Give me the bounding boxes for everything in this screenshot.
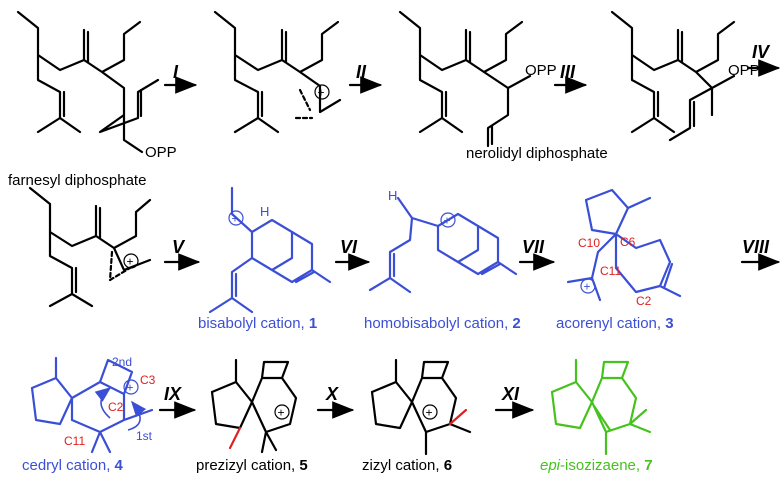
step-ix-label: IX bbox=[164, 384, 182, 404]
opp-group-b: OPP bbox=[728, 62, 760, 79]
bisabolyl-cation-structure: H + bbox=[208, 186, 332, 314]
homobisabolyl-label: homobisabolyl cation, 2 bbox=[364, 315, 521, 332]
bisabolyl-plus: + bbox=[232, 212, 239, 226]
allyl-cation-structure-b: + bbox=[28, 186, 152, 308]
farnesyl-label: farnesyl diphosphate bbox=[8, 172, 146, 189]
step-vii-label: VII bbox=[522, 237, 545, 257]
step-iv-label: IV bbox=[752, 42, 771, 62]
nerolidyl-label: nerolidyl diphosphate bbox=[466, 145, 608, 162]
allyl-plus-b: + bbox=[127, 255, 134, 269]
zizyl-plus: + bbox=[426, 406, 433, 420]
zizyl-label: zizyl cation, 6 bbox=[362, 457, 452, 474]
allyl-plus: + bbox=[318, 86, 325, 100]
cedryl-label: cedryl cation, 4 bbox=[22, 457, 124, 474]
acorenyl-c6: C6 bbox=[620, 235, 636, 249]
step-v-label: V bbox=[172, 237, 186, 257]
opp-group: OPP bbox=[145, 144, 177, 161]
step-xi-label: XI bbox=[501, 384, 520, 404]
homobisabolyl-plus: + bbox=[444, 214, 451, 228]
homobisabolyl-h: H bbox=[388, 188, 397, 203]
allyl-cation-structure: + bbox=[213, 10, 342, 134]
epi-isozizaene-structure bbox=[550, 358, 652, 456]
cedryl-c2: C2 bbox=[108, 400, 124, 414]
step-x-label: X bbox=[325, 384, 339, 404]
zizyl-methyl bbox=[448, 408, 468, 426]
acorenyl-c11: C11 bbox=[600, 264, 621, 278]
prezizyl-cation-structure: + bbox=[210, 358, 298, 454]
prezizyl-label: prezizyl cation, 5 bbox=[196, 457, 308, 474]
annotation-2nd: 2nd bbox=[112, 355, 132, 369]
step-i-label: I bbox=[173, 62, 179, 82]
bisabolyl-h: H bbox=[260, 204, 269, 219]
nerolidyl-diphosphate-structure-b: OPP bbox=[610, 10, 760, 142]
step-vi-label: VI bbox=[340, 237, 358, 257]
zizyl-cation-structure: + bbox=[370, 358, 472, 456]
farnesyl-diphosphate-structure: OPP bbox=[16, 10, 177, 161]
cedryl-cation-structure: + 2nd 1st C3 C2 C11 bbox=[30, 355, 156, 454]
acorenyl-c10: C10 bbox=[578, 236, 600, 250]
epi-isozizaene-label: epi-isozizaene, 7 bbox=[540, 457, 653, 474]
step-ii-label: II bbox=[356, 62, 367, 82]
acorenyl-cation-structure: + C10 C6 C11 C2 bbox=[566, 188, 682, 308]
bisabolyl-label: bisabolyl cation, 1 bbox=[198, 315, 317, 332]
acorenyl-plus: + bbox=[584, 280, 591, 294]
cedryl-plus: + bbox=[127, 381, 134, 395]
annotation-1st: 1st bbox=[136, 429, 153, 443]
cedryl-c3: C3 bbox=[140, 373, 156, 387]
cedryl-c11: C11 bbox=[64, 434, 85, 448]
prezizyl-methyl bbox=[228, 426, 242, 450]
acorenyl-label: acorenyl cation, 3 bbox=[556, 315, 674, 332]
homobisabolyl-cation-structure: H + bbox=[368, 188, 518, 294]
step-viii-label: VIII bbox=[742, 237, 770, 257]
nerolidyl-diphosphate-structure-a: OPP bbox=[398, 10, 557, 148]
acorenyl-c2: C2 bbox=[636, 294, 652, 308]
opp-group-a: OPP bbox=[525, 62, 557, 79]
prezizyl-plus: + bbox=[278, 406, 285, 420]
step-iii-label: III bbox=[560, 62, 576, 82]
